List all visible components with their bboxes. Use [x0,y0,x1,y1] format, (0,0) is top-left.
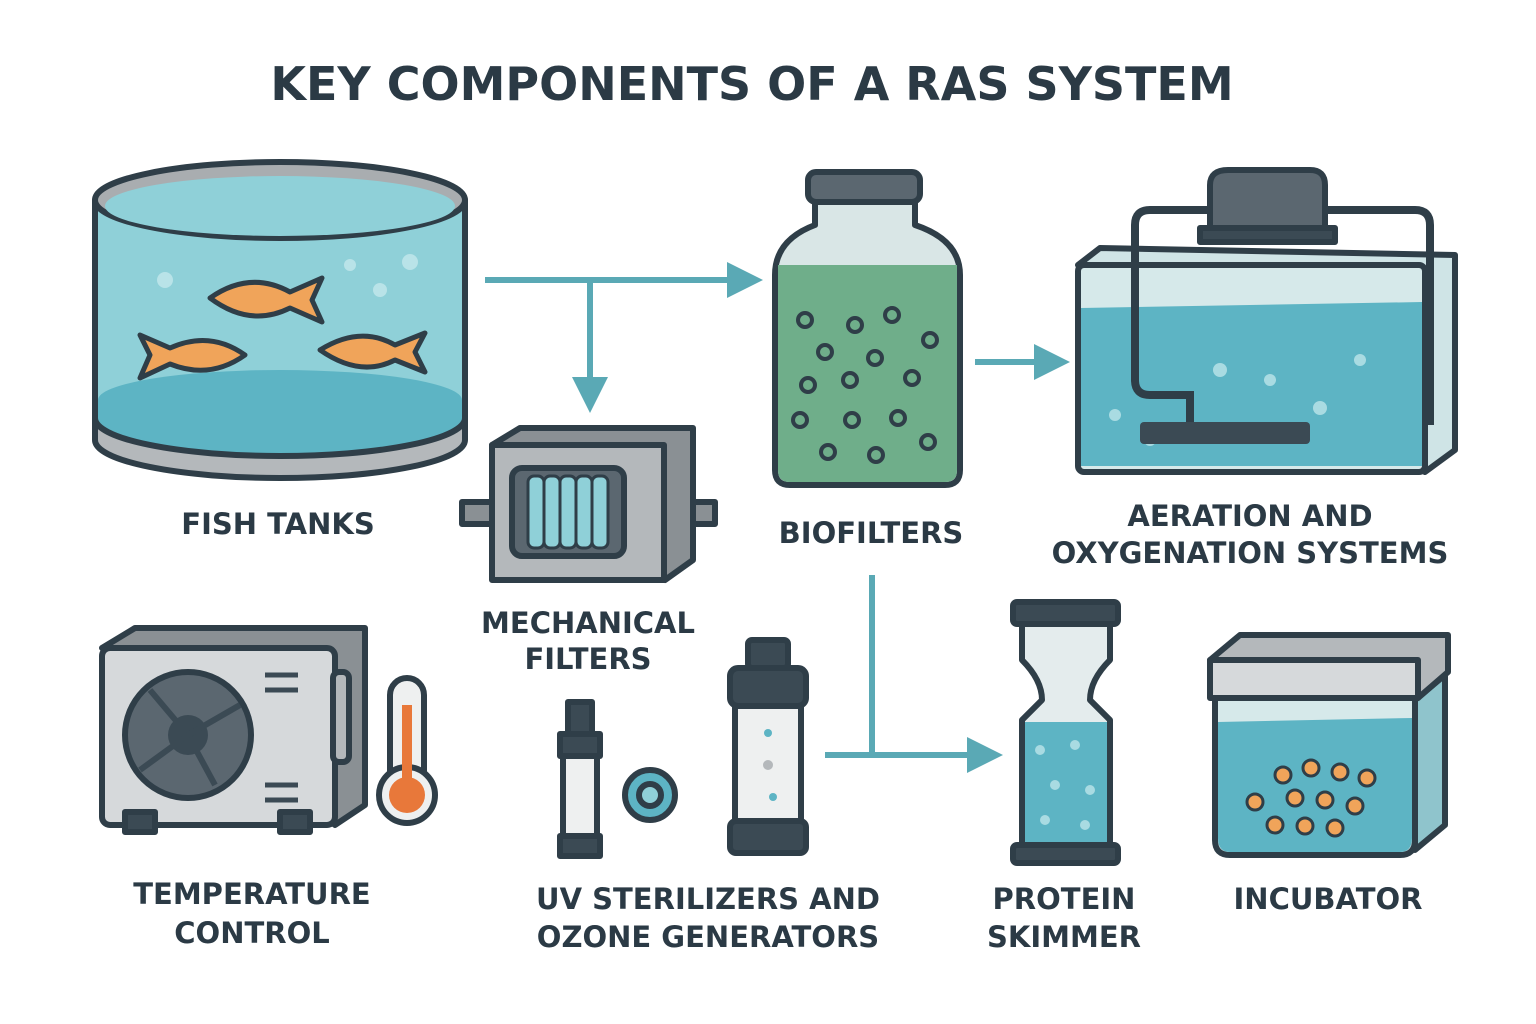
label-temperature-2: CONTROL [174,916,329,950]
label-skimmer-1: PROTEIN [993,882,1136,916]
label-uv-1: UV STERILIZERS AND [536,882,880,916]
heat-pump-icon [99,625,368,835]
biofilter-icon [772,169,963,488]
fish-tank-icon [92,159,468,481]
uv-sterilizer-icon [557,699,678,859]
label-skimmer-2: SKIMMER [987,920,1141,954]
label-temperature-1: TEMPERATURE [133,877,371,911]
incubator-icon [1207,632,1451,858]
label-fish-tanks: FISH TANKS [181,507,374,541]
label-biofilters: BIOFILTERS [779,516,964,550]
ozone-generator-icon [727,637,809,856]
label-aeration-2: OXYGENATION SYSTEMS [1052,536,1449,570]
label-mechanical-2: FILTERS [524,642,651,676]
protein-skimmer-icon [1010,599,1121,866]
thermometer-icon [376,675,438,826]
page-title: KEY COMPONENTS OF A RAS SYSTEM [270,57,1233,111]
aeration-tank-icon [1075,167,1458,475]
fish-icon [137,275,428,381]
flow-arrows [485,262,1070,773]
label-incubator: INCUBATOR [1234,882,1423,916]
label-aeration-1: AERATION AND [1127,499,1372,533]
label-uv-2: OZONE GENERATORS [537,920,879,954]
mechanical-filter-icon [459,425,718,583]
label-mechanical-1: MECHANICAL [481,606,695,640]
